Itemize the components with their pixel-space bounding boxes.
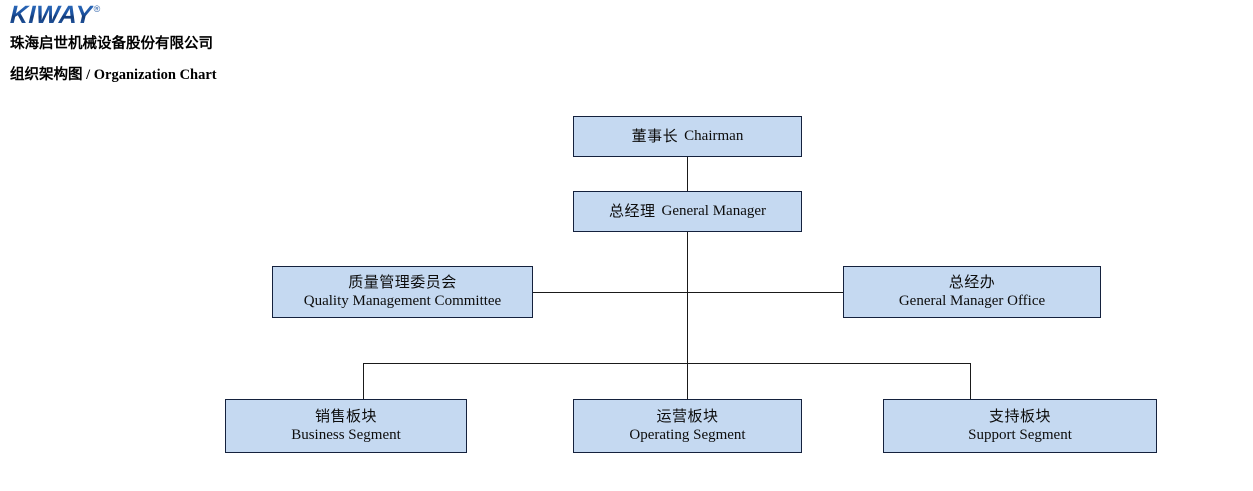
connector-qmc-to-trunk: [532, 292, 687, 293]
node-general-manager[interactable]: 总经理 General Manager: [573, 191, 802, 232]
node-operating-segment-label-en: Operating Segment: [629, 427, 746, 443]
page-header: KIWAY ® 珠海启世机械设备股份有限公司 组织架构图 / Organizat…: [0, 0, 420, 95]
node-quality-management-committee[interactable]: 质量管理委员会 Quality Management Committee: [272, 266, 533, 318]
connector-trunk-to-operating: [687, 363, 688, 399]
node-chairman-label-cn: 董事长: [631, 126, 679, 145]
node-support-segment[interactable]: 支持板块 Support Segment: [883, 399, 1157, 453]
connector-trunk-to-gmo: [687, 292, 843, 293]
node-business-segment-label-en: Business Segment: [291, 427, 401, 443]
node-quality-management-committee-label-en: Quality Management Committee: [303, 293, 502, 309]
company-name: 珠海启世机械设备股份有限公司: [10, 36, 213, 52]
node-chairman[interactable]: 董事长 Chairman: [573, 116, 802, 157]
node-general-manager-office[interactable]: 总经办 General Manager Office: [843, 266, 1101, 318]
kiway-logo: KIWAY ®: [10, 1, 101, 29]
connector-gm-trunk: [687, 231, 688, 363]
node-support-segment-label-en: Support Segment: [968, 427, 1072, 443]
node-operating-segment[interactable]: 运营板块 Operating Segment: [573, 399, 802, 453]
node-operating-segment-label-cn: 运营板块: [656, 406, 719, 425]
node-business-segment[interactable]: 销售板块 Business Segment: [225, 399, 467, 453]
connector-bar-to-business: [363, 363, 364, 399]
connector-bar-to-support: [970, 363, 971, 399]
node-support-segment-label-cn: 支持板块: [988, 406, 1051, 425]
connector-distribution-bar: [363, 363, 970, 364]
node-general-manager-office-label-cn: 总经办: [948, 272, 996, 291]
node-general-manager-office-label-en: General Manager Office: [898, 293, 1046, 309]
connector-chairman-to-gm: [687, 156, 688, 191]
node-general-manager-label-cn: 总经理: [608, 201, 656, 220]
node-quality-management-committee-label-cn: 质量管理委员会: [348, 272, 457, 291]
node-general-manager-label-en: General Manager: [661, 202, 767, 219]
node-business-segment-label-cn: 销售板块: [314, 406, 377, 425]
node-chairman-label-en: Chairman: [684, 127, 744, 144]
page-title: 组织架构图 / Organization Chart: [10, 67, 217, 83]
registered-trademark-icon: ®: [93, 4, 101, 14]
